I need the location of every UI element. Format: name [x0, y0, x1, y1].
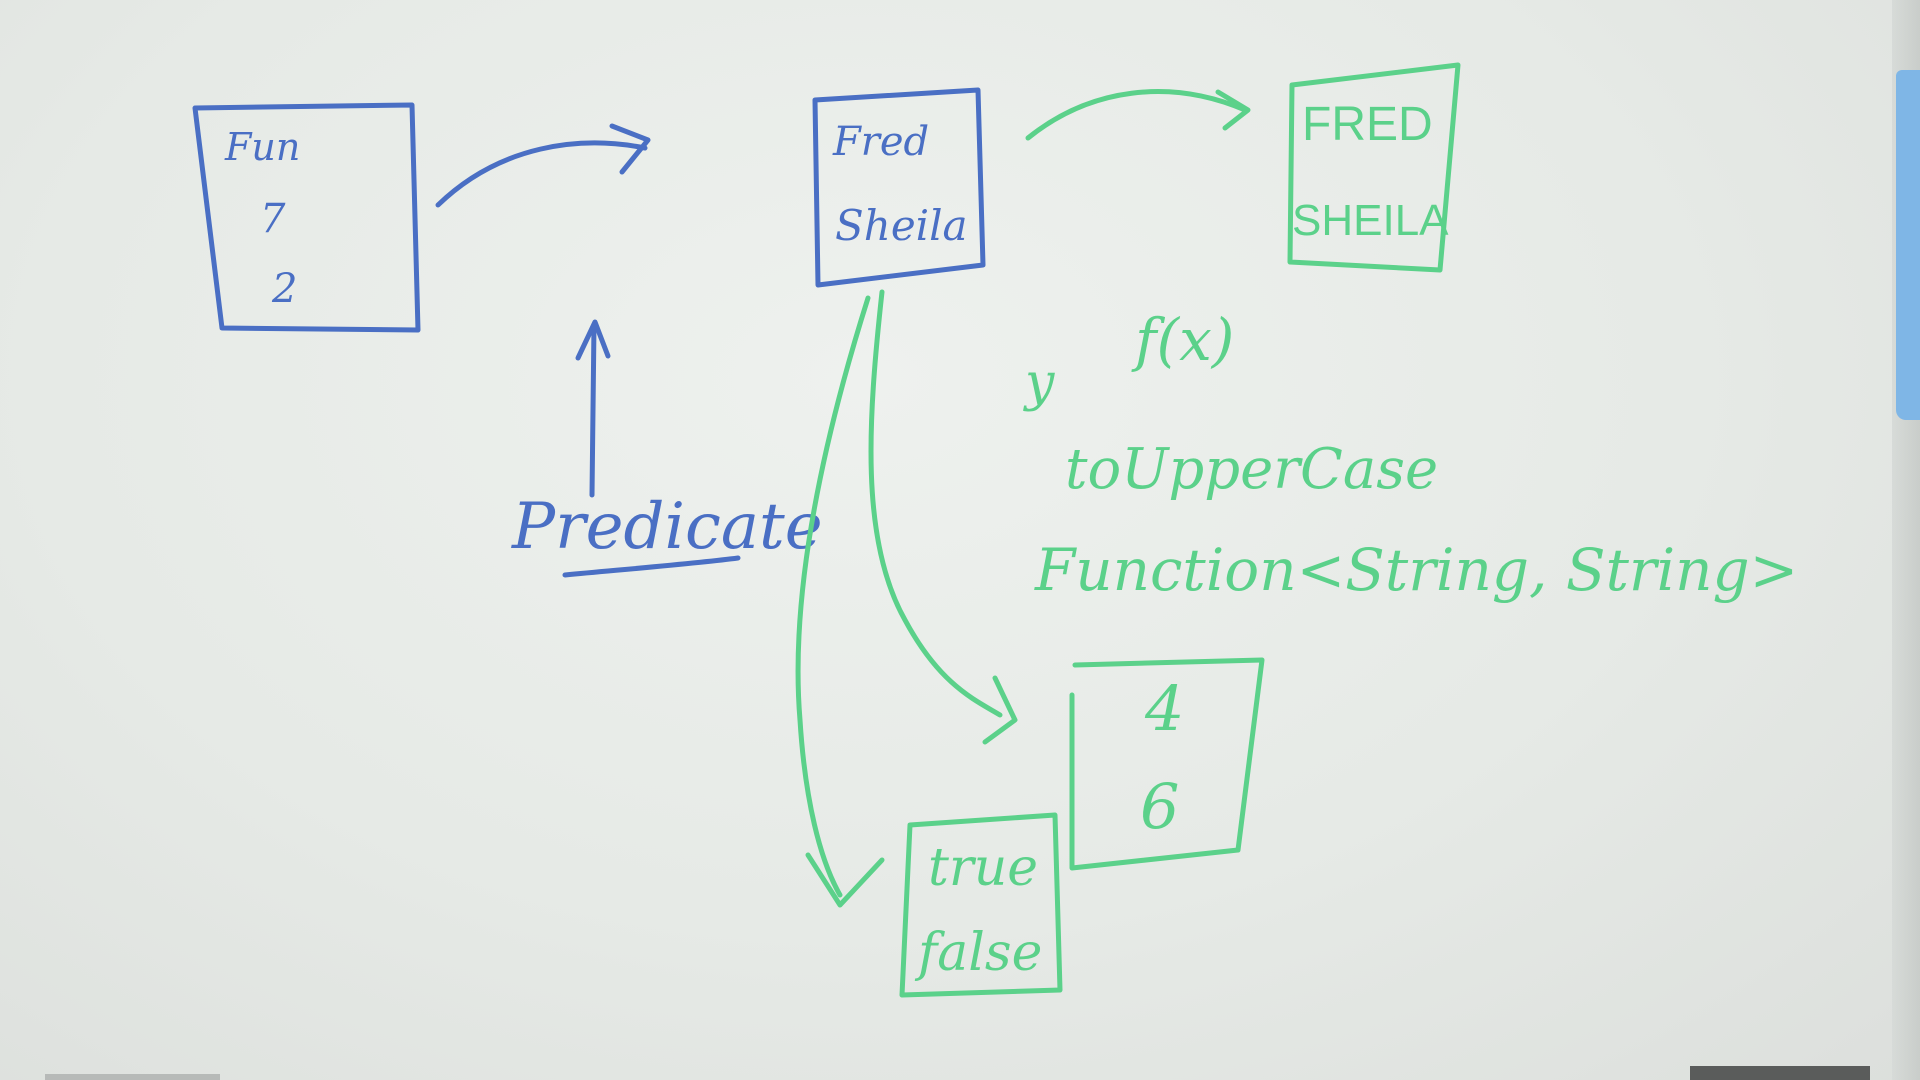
- arrow-names-to-upper: [1025, 89, 1248, 141]
- arrow-names-to-bools: [795, 295, 871, 898]
- box-source-item-2: 2: [271, 266, 297, 312]
- box-bools-item-2: false: [914, 923, 1042, 983]
- arrow-names-to-upper-head: [1215, 89, 1251, 131]
- marker-tray-right: [1690, 1066, 1870, 1080]
- box-bools-item-1: true: [928, 838, 1038, 898]
- box-names-item-2: Sheila: [835, 201, 968, 250]
- box-upper-item-2: SHEILA: [1292, 196, 1449, 245]
- box-numbers-item-1: 4: [1144, 672, 1184, 745]
- arrow-names-to-bools-head: [805, 852, 885, 908]
- marker-tray-left: [45, 1074, 220, 1080]
- arrow-names-to-numbers: [868, 289, 1003, 718]
- box-bools: [899, 812, 1063, 998]
- box-source-title: Fun: [224, 125, 300, 169]
- box-names-item-1: Fred: [832, 119, 929, 165]
- arrow-source-to-names-head: [609, 123, 651, 175]
- box-numbers: [1069, 657, 1265, 871]
- label-y: y: [1023, 353, 1055, 413]
- arrow-names-to-numbers-head: [982, 675, 1018, 745]
- box-source: [192, 102, 421, 333]
- label-predicate: Predicate: [511, 490, 823, 564]
- predicate-underline: [562, 555, 741, 578]
- box-source-item-1: 7: [260, 196, 286, 242]
- box-names: [812, 87, 986, 288]
- box-upper-item-1: FRED: [1302, 98, 1433, 151]
- box-numbers-item-2: 6: [1140, 770, 1179, 843]
- box-upper: [1287, 62, 1461, 273]
- cleaning-cloth: [1896, 70, 1920, 420]
- arrow-source-to-names: [435, 140, 648, 208]
- arrow-predicate-up: [589, 322, 597, 498]
- label-method: toUpperCase: [1065, 437, 1438, 502]
- arrow-predicate-up-head: [575, 319, 611, 361]
- label-function-type: Function<String, String>: [1034, 536, 1798, 604]
- label-fx: f(x): [1131, 306, 1234, 374]
